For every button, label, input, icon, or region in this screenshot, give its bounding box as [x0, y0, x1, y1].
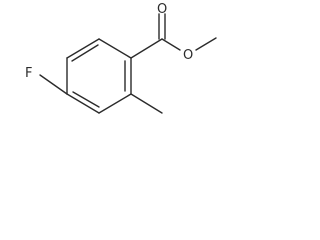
- structure-canvas: F O O: [0, 0, 218, 134]
- ring-bond-c1-c2: [66, 38, 100, 59]
- carbonyl-oxygen-label: O: [157, 2, 167, 17]
- molecule-diagram: F O O: [25, 2, 217, 114]
- benzene-ring: [66, 38, 132, 114]
- ring-double-bond-inner-1: [71, 44, 99, 62]
- ring-bond-c6-c1: [98, 38, 132, 59]
- bond-carbonyl-to-ester-oxygen: [161, 38, 181, 51]
- bond-ring-to-methyl: [130, 93, 163, 114]
- ring-bond-c4-c5: [98, 93, 132, 114]
- bond-ester-oxygen-to-methyl: [195, 37, 217, 51]
- bond-ring-to-fluorine: [39, 74, 68, 95]
- ring-bond-c3-c4: [66, 93, 100, 114]
- ester-oxygen-label: O: [183, 48, 193, 63]
- ring-double-bond-inner-2: [72, 91, 100, 108]
- fluorine-atom-label: F: [25, 66, 32, 81]
- bond-ring-to-carbonyl: [130, 38, 163, 59]
